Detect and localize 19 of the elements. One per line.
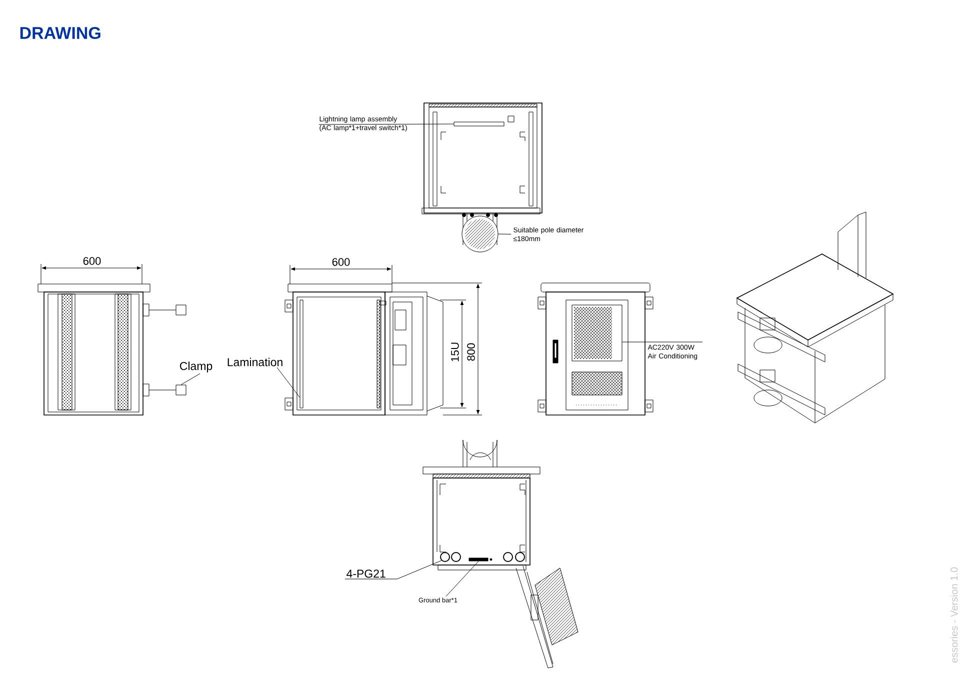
lamination-strip <box>300 300 304 408</box>
cable-gland <box>440 552 450 562</box>
dimension-label: 15U <box>451 342 459 362</box>
clamp-block <box>176 384 186 396</box>
lamp-tube <box>454 122 504 126</box>
callout-text: 4-PG21 <box>346 570 386 578</box>
leader-line <box>318 124 454 125</box>
title: DRAWING <box>20 26 100 40</box>
footer-text: essories - Version 1.0 <box>950 567 958 663</box>
pole-section <box>462 216 498 252</box>
ground-bar <box>468 558 488 562</box>
callout-text: Lamination <box>228 358 282 366</box>
leader-line <box>446 561 479 597</box>
dimension-label: 600 <box>83 257 101 265</box>
dimension-label: 600 <box>332 258 350 266</box>
leader-line <box>180 373 200 385</box>
dimension-label: 800 <box>467 343 475 361</box>
leader-line <box>344 560 442 580</box>
callout-text: Clamp <box>180 362 212 372</box>
